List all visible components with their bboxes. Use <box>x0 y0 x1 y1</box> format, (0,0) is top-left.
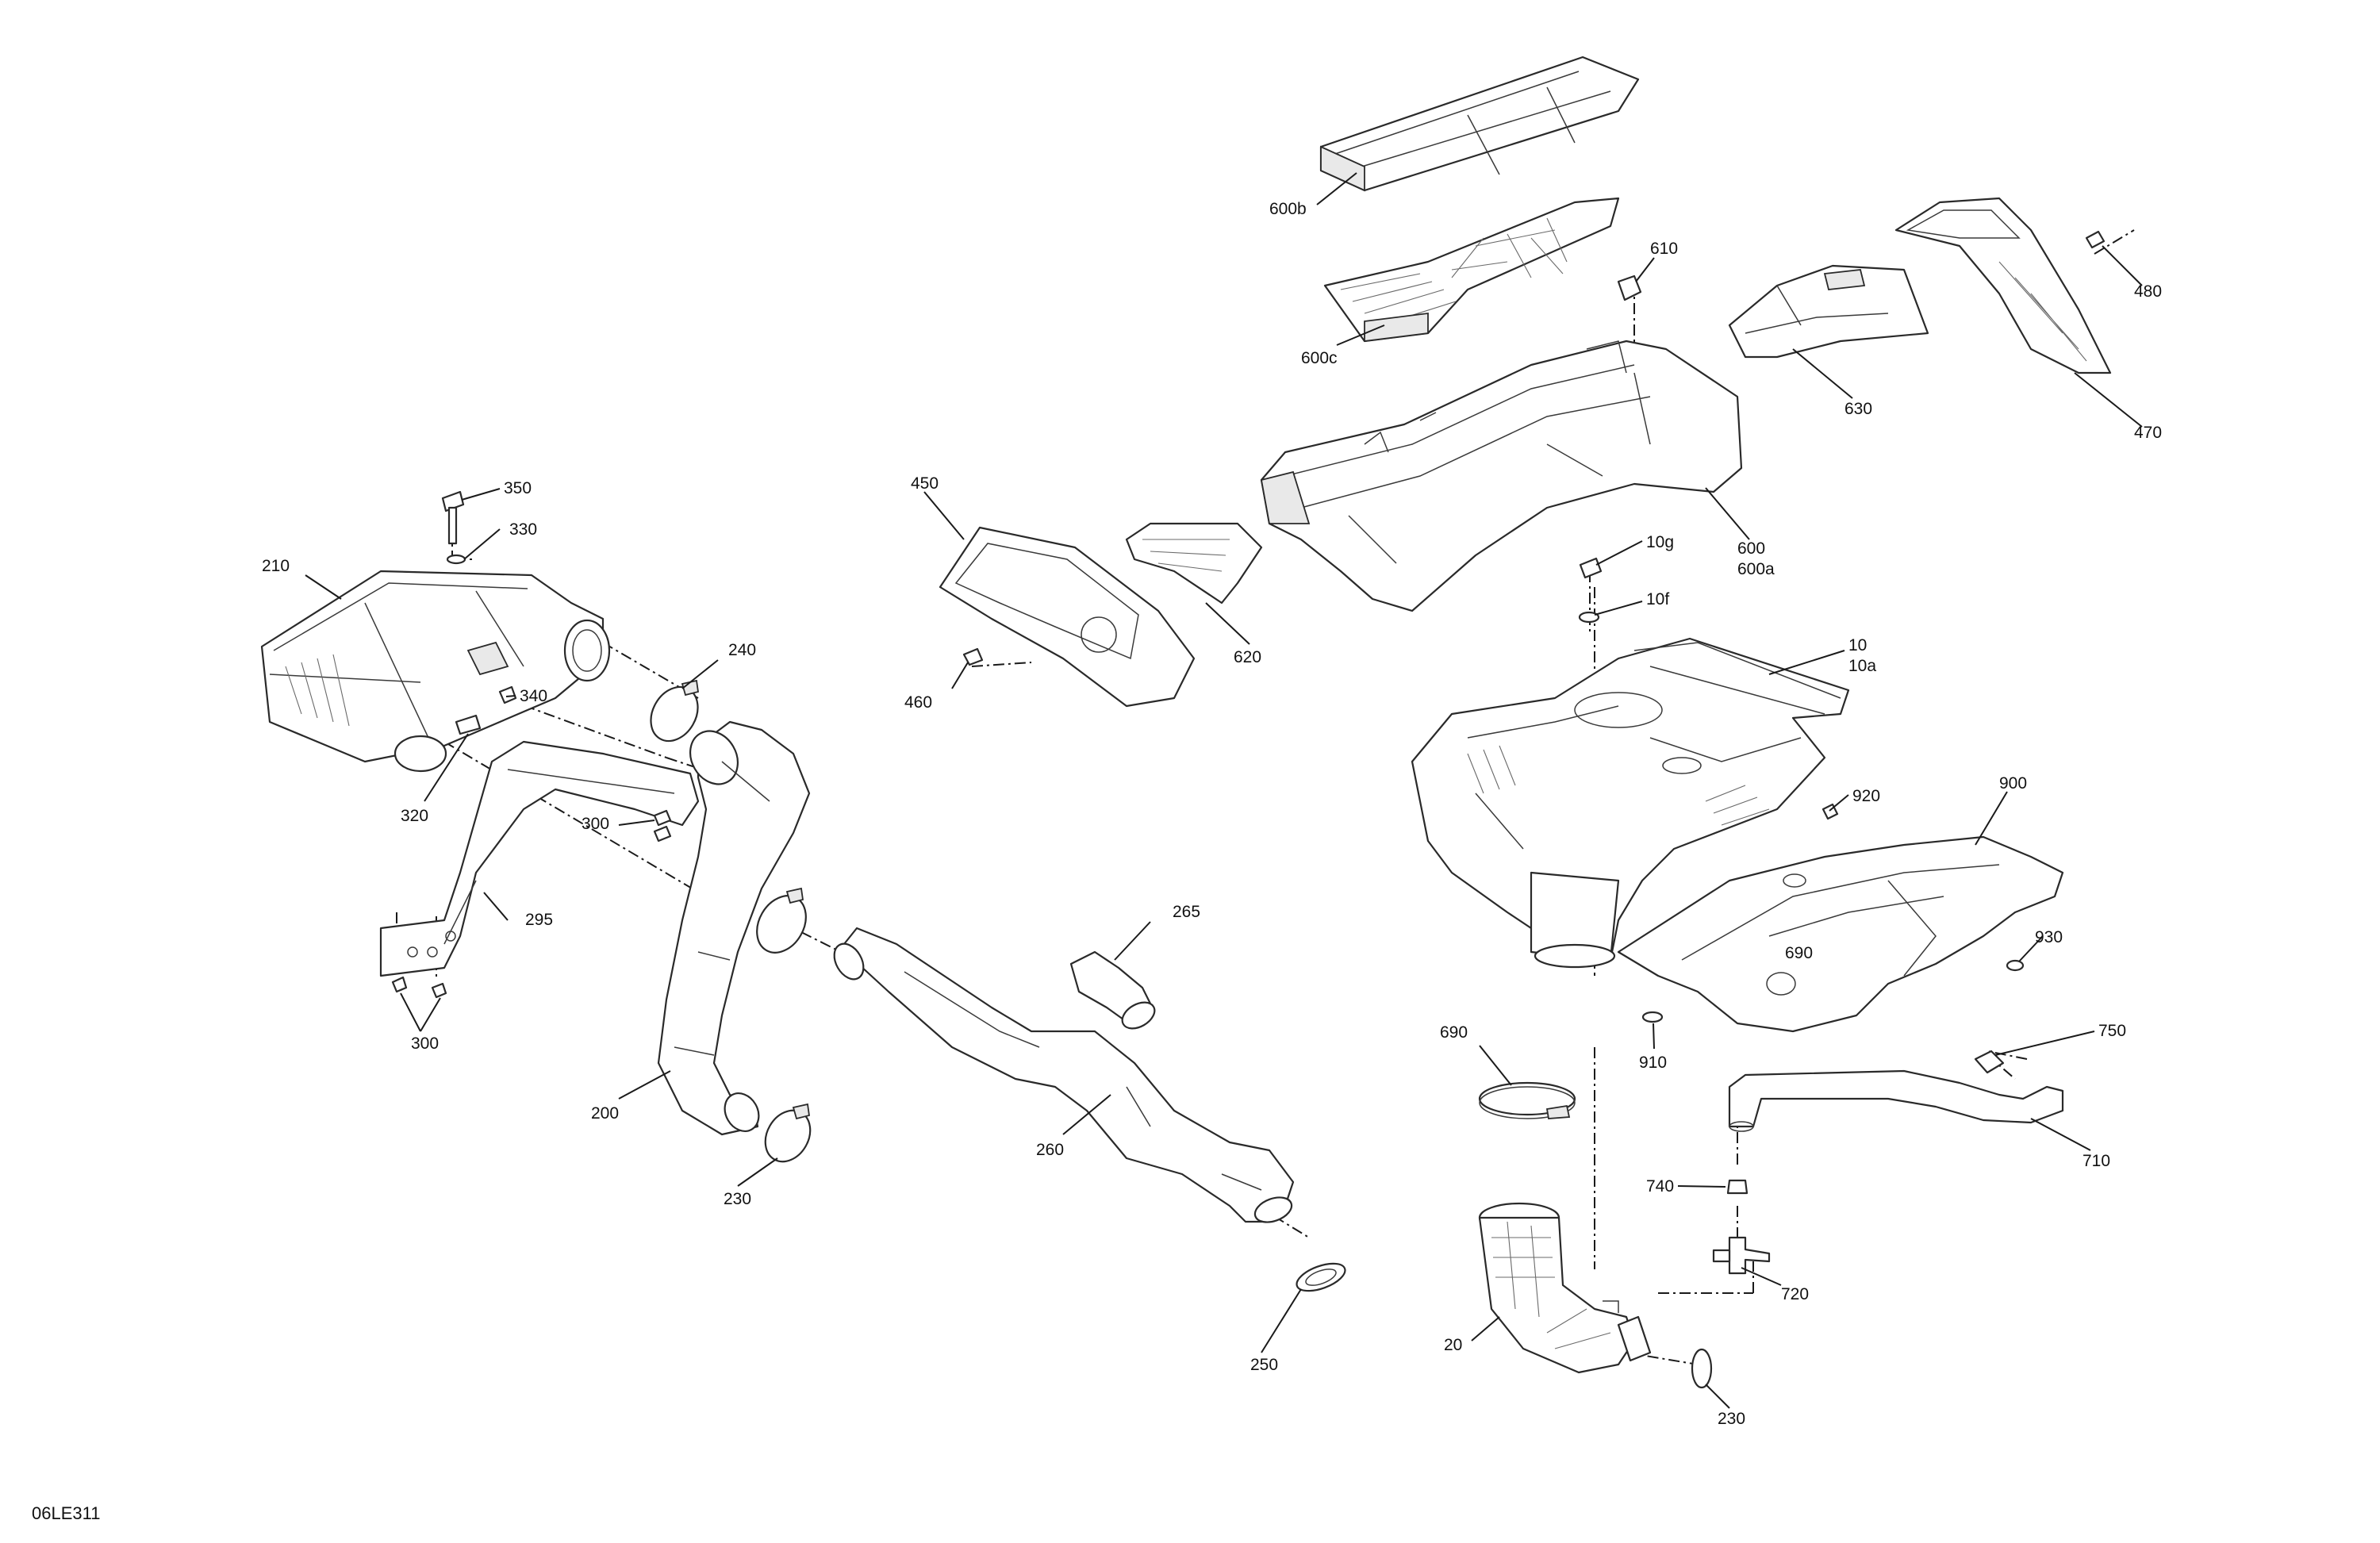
callout-240: 240 <box>728 641 756 659</box>
cover-600b <box>1319 56 1640 192</box>
callout-10f: 10f <box>1646 590 1669 608</box>
duct-620 <box>1125 522 1263 605</box>
side-panel-470 <box>1894 197 2112 374</box>
callout-20: 20 <box>1444 1336 1462 1354</box>
callout-600: 600 <box>1737 539 1765 558</box>
airbox-frame-600c <box>1323 197 1620 343</box>
callout-230-left: 230 <box>724 1190 751 1208</box>
screw-480 <box>2085 230 2106 249</box>
callout-600a: 600a <box>1737 560 1775 578</box>
callout-450: 450 <box>911 474 939 493</box>
washer-330 <box>446 554 466 565</box>
callout-600c: 600c <box>1301 349 1338 367</box>
intake-elbow-20 <box>1478 1202 1652 1374</box>
callout-690-shield: 690 <box>1785 944 1813 962</box>
bolt-10g <box>1579 557 1603 579</box>
callout-600b: 600b <box>1269 200 1307 218</box>
leader-lines <box>305 172 2143 1409</box>
callout-900: 900 <box>1999 774 2027 793</box>
gasket-250 <box>1296 1262 1346 1292</box>
hose-200 <box>657 720 811 1136</box>
callout-480: 480 <box>2134 282 2162 301</box>
callout-265: 265 <box>1173 903 1200 921</box>
fastener-930 <box>2006 959 2025 972</box>
callout-630: 630 <box>1844 400 1872 418</box>
callout-10: 10 <box>1848 636 1867 654</box>
callout-470: 470 <box>2134 424 2162 442</box>
clamp-690 <box>1478 1081 1576 1119</box>
clamp-230-upper <box>756 887 807 954</box>
callout-350: 350 <box>504 479 532 497</box>
washer-10f <box>1578 611 1600 624</box>
callout-460: 460 <box>904 693 932 712</box>
bracket-295 <box>379 740 700 977</box>
hose-710 <box>1728 1069 2064 1132</box>
fastener-910 <box>1641 1011 1664 1023</box>
clip-610 <box>1617 274 1642 301</box>
callout-920: 920 <box>1852 787 1880 805</box>
coupler-265 <box>1069 950 1156 1030</box>
callout-10a: 10a <box>1848 657 1876 675</box>
intercooler-210 <box>260 570 611 773</box>
callout-910: 910 <box>1639 1054 1667 1072</box>
cap-740 <box>1726 1179 1749 1195</box>
screw-460 <box>962 647 984 666</box>
airbox-600 <box>1260 340 1743 612</box>
pipe-260 <box>833 927 1295 1223</box>
plug-750 <box>1974 1050 2005 1074</box>
clip-320 <box>455 714 482 735</box>
callout-620: 620 <box>1234 648 1261 666</box>
clip-340 <box>498 685 517 704</box>
heat-shield-900 <box>1617 835 2064 1033</box>
callout-340: 340 <box>520 687 547 705</box>
callout-260: 260 <box>1036 1141 1064 1159</box>
callout-690-clamp: 690 <box>1440 1023 1468 1042</box>
callout-300-upper: 300 <box>582 815 609 833</box>
callout-330: 330 <box>509 520 537 539</box>
filter-frame-450 <box>939 526 1196 708</box>
callout-930: 930 <box>2035 928 2063 946</box>
callout-610: 610 <box>1650 240 1678 258</box>
callout-750: 750 <box>2098 1022 2126 1040</box>
callout-740: 740 <box>1646 1177 1674 1196</box>
bolts-300-lower <box>391 976 447 999</box>
callout-710: 710 <box>2082 1152 2110 1170</box>
callout-230-right: 230 <box>1718 1410 1745 1428</box>
callout-295: 295 <box>525 911 553 929</box>
bolts-300-upper <box>653 809 672 843</box>
callout-250: 250 <box>1250 1356 1278 1374</box>
clamp-230-lower <box>764 1103 812 1163</box>
duct-630 <box>1728 264 1929 359</box>
clamp-240 <box>650 679 700 743</box>
callout-720: 720 <box>1781 1285 1809 1303</box>
callout-300-lower: 300 <box>411 1034 439 1053</box>
callout-210: 210 <box>262 557 290 575</box>
intake-base-10 <box>1411 637 1850 969</box>
callout-labels: 600b 600c 610 480 630 470 600 600a 450 6… <box>262 200 2162 1428</box>
callout-200: 200 <box>591 1104 619 1123</box>
callout-10g: 10g <box>1646 533 1674 551</box>
callout-320: 320 <box>401 807 428 825</box>
clamp-230-right <box>1691 1348 1713 1389</box>
t-fitting-720 <box>1712 1236 1771 1275</box>
bolt-350 <box>441 490 465 545</box>
drawing-reference-number: 06LE311 <box>32 1503 100 1523</box>
